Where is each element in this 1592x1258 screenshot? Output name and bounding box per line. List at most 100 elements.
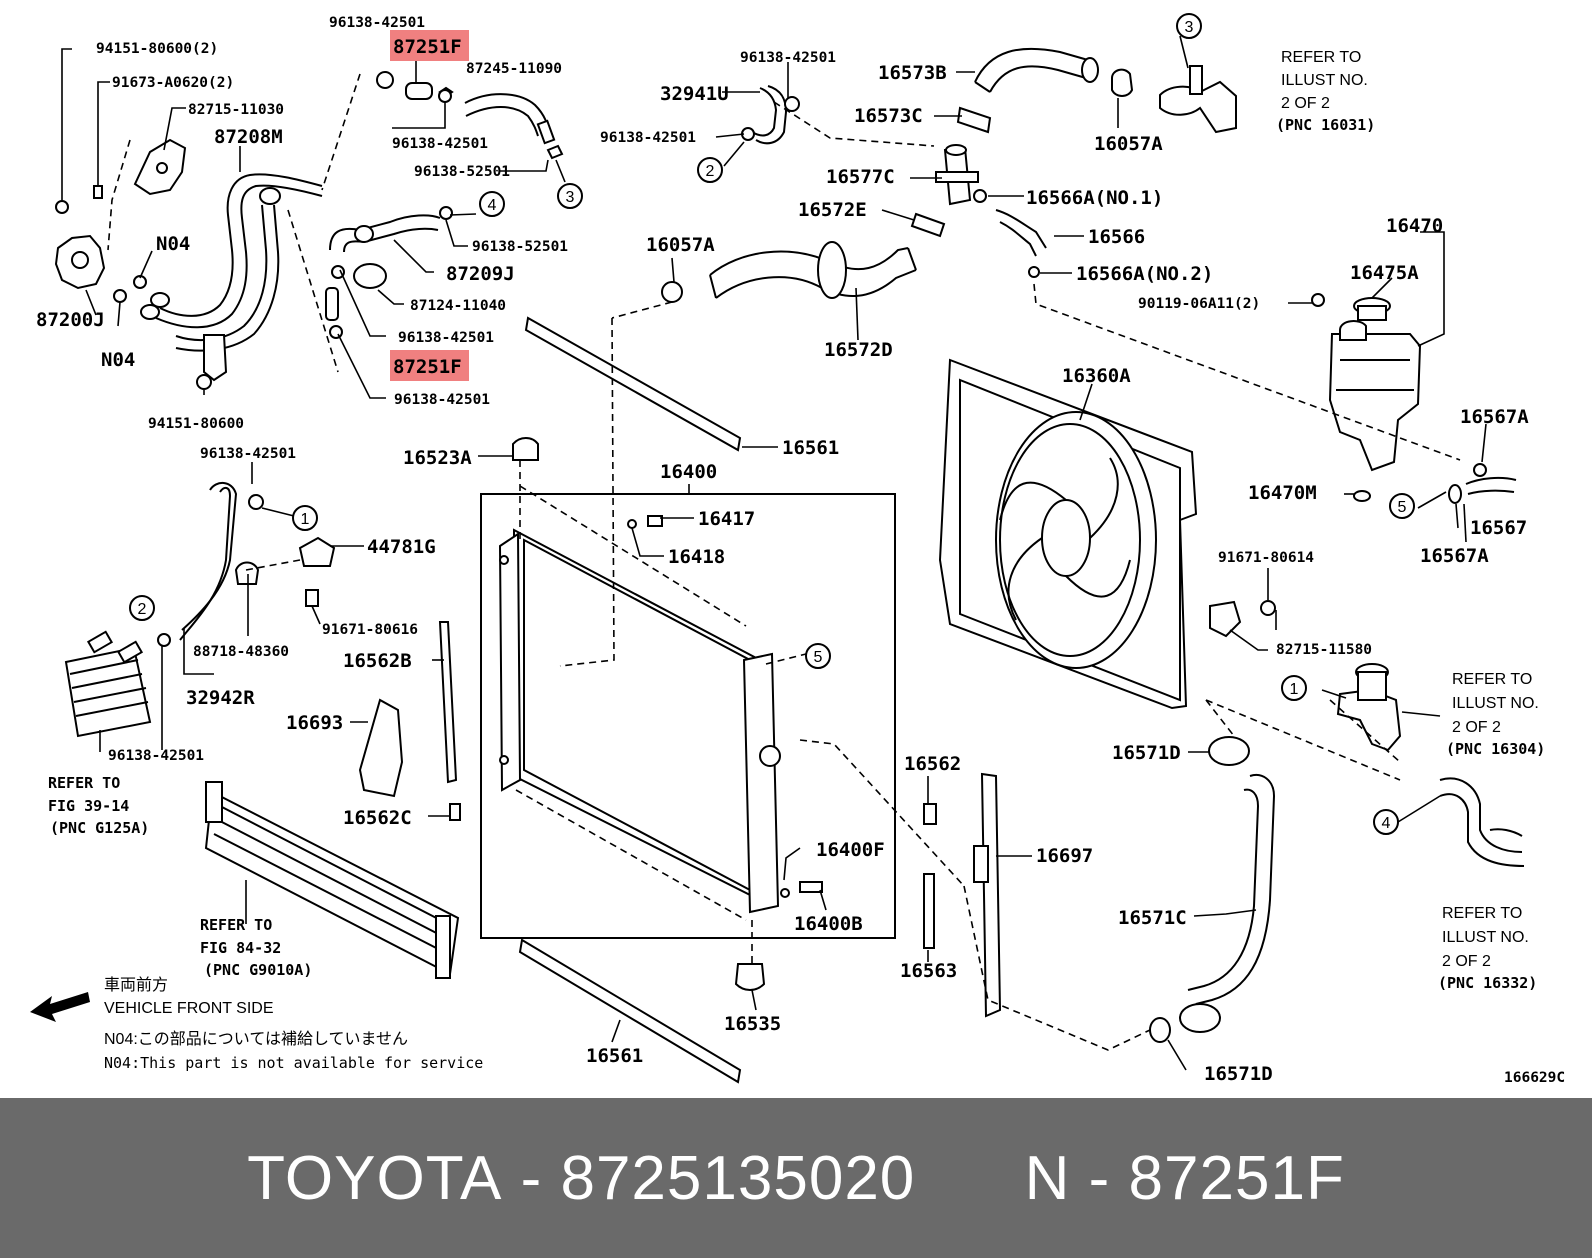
label-16566: 16566 xyxy=(1088,226,1145,248)
label-94151-80600-2: 94151-80600(2) xyxy=(96,41,218,57)
svg-text:2: 2 xyxy=(706,163,715,180)
clip-n04 xyxy=(113,275,212,390)
label-87251f-bottom: 87251F xyxy=(393,356,462,378)
leader-lines xyxy=(61,35,1487,1071)
hose-87209j xyxy=(329,206,453,253)
clip-88718-48360 xyxy=(234,561,260,585)
parts-diagram: 94151-80600(2) 91673-A0620(2) 82715-1103… xyxy=(30,13,1566,1086)
label-16571d-bottom: 16571D xyxy=(1204,1063,1273,1085)
callout-4-b: 4 xyxy=(1373,809,1399,835)
callout-5-a: 5 xyxy=(805,643,831,669)
footer-separator-2: - xyxy=(1070,1143,1129,1213)
label-16693: 16693 xyxy=(286,712,343,734)
label-82715-11030: 82715-11030 xyxy=(188,102,284,118)
footer-brand: TOYOTA xyxy=(247,1143,503,1213)
refer-note-fig-84-32: REFER TO FIG 84-32 (PNC G9010A) xyxy=(200,916,312,979)
callout-4-a: 4 xyxy=(479,191,505,217)
svg-text:1: 1 xyxy=(1290,681,1299,698)
label-87208m: 87208M xyxy=(214,126,283,148)
label-16571d-top: 16571D xyxy=(1112,742,1181,764)
bracket-16693 xyxy=(358,698,404,798)
svg-text:FIG 84-32: FIG 84-32 xyxy=(200,939,281,957)
dashed-lines xyxy=(107,73,1461,1051)
seal-16562c xyxy=(449,803,461,821)
footer-ref-prefix: N xyxy=(1024,1143,1071,1213)
label-87251f-top: 87251F xyxy=(393,36,462,58)
radiator-core xyxy=(498,528,781,914)
bracket-16697 xyxy=(973,772,1002,1018)
svg-text:REFER TO: REFER TO xyxy=(48,774,120,792)
svg-text:3: 3 xyxy=(566,189,575,206)
label-96138-42501-e: 96138-42501 xyxy=(740,50,836,66)
part-labels: 94151-80600(2) 91673-A0620(2) 82715-1103… xyxy=(36,15,1565,1086)
bracket-44781g xyxy=(298,536,336,607)
callout-1-b: 1 xyxy=(1281,675,1307,701)
front-note-jp: 車両前方 xyxy=(104,976,168,994)
clip-16566a-no2 xyxy=(1028,266,1040,278)
label-16400f: 16400F xyxy=(816,839,885,861)
seal-16561-top xyxy=(524,316,742,452)
fitting-16577c xyxy=(935,144,979,206)
svg-text:REFER TO: REFER TO xyxy=(200,916,272,934)
label-96138-52501-b: 96138-52501 xyxy=(472,239,568,255)
fitting-16304 xyxy=(1336,663,1402,752)
label-96138-52501-a: 96138-52501 xyxy=(414,164,510,180)
callout-2-a: 2 xyxy=(697,157,723,183)
seal-16562b xyxy=(438,621,458,784)
hose-32941u xyxy=(741,85,800,145)
label-16535: 16535 xyxy=(724,1013,781,1035)
label-16566a-no1: 16566A(NO.1) xyxy=(1026,187,1163,209)
label-16417: 16417 xyxy=(698,508,755,530)
sensor-82715-11580 xyxy=(1209,600,1276,638)
label-87200j: 87200J xyxy=(36,309,105,331)
label-87209j: 87209J xyxy=(446,263,515,285)
svg-text:5: 5 xyxy=(814,649,823,666)
footer-bar: TOYOTA - 8725135020 N - 87251F xyxy=(0,1098,1592,1258)
label-96138-42501-c: 96138-42501 xyxy=(398,330,494,346)
svg-text:5: 5 xyxy=(1398,499,1407,516)
svg-text:(PNC G9010A): (PNC G9010A) xyxy=(204,961,312,979)
label-16571c: 16571C xyxy=(1118,907,1187,929)
callout-3-b: 3 xyxy=(1176,13,1202,39)
footer-gap xyxy=(915,1143,1024,1214)
n04-note-jp: N04:この部品については補給していません xyxy=(104,1030,408,1048)
refer-note-16332: REFER TO ILLUST NO. 2 OF 2 (PNC 16332) xyxy=(1438,905,1537,992)
hose-16571c xyxy=(1149,736,1276,1043)
front-note-en: VEHICLE FRONT SIDE xyxy=(104,1000,274,1017)
label-96138-42501-h: 96138-42501 xyxy=(108,748,204,764)
fitting-87251f-top xyxy=(376,71,454,103)
label-16562b: 16562B xyxy=(343,650,412,672)
clip-96138-52501 xyxy=(546,144,564,160)
label-87245-11090: 87245-11090 xyxy=(466,61,562,77)
label-16562: 16562 xyxy=(904,753,961,775)
pipe-87208m xyxy=(140,173,323,382)
callout-3-a: 3 xyxy=(557,183,583,209)
svg-text:2 OF 2: 2 OF 2 xyxy=(1442,953,1491,970)
intercooler-g9010a xyxy=(204,781,460,979)
label-91671-80616: 91671-80616 xyxy=(322,622,418,638)
svg-text:1: 1 xyxy=(301,511,310,528)
reservoir-16470 xyxy=(1311,293,1422,472)
fitting-16573c xyxy=(956,106,992,134)
label-96138-42501-f: 96138-42501 xyxy=(600,130,696,146)
seal-16561-bottom xyxy=(518,938,742,1084)
clip-16057a-top xyxy=(1111,68,1134,97)
label-16470m: 16470M xyxy=(1248,482,1317,504)
label-16418: 16418 xyxy=(668,546,725,568)
svg-text:ILLUST NO.: ILLUST NO. xyxy=(1281,72,1368,89)
svg-text:(PNC G125A): (PNC G125A) xyxy=(50,819,149,837)
hose-16572d xyxy=(661,241,917,303)
svg-text:REFER TO: REFER TO xyxy=(1452,671,1532,688)
label-87124-11040: 87124-11040 xyxy=(410,298,506,314)
svg-text:3: 3 xyxy=(1185,19,1194,36)
label-32942r: 32942R xyxy=(186,687,255,709)
label-16400: 16400 xyxy=(660,461,717,483)
diagram-canvas: 94151-80600(2) 91673-A0620(2) 82715-1103… xyxy=(30,13,1565,1086)
callout-2-b: 2 xyxy=(129,595,155,621)
label-16475a: 16475A xyxy=(1350,262,1419,284)
label-96138-42501-b: 96138-42501 xyxy=(392,136,488,152)
n04-note: N04:この部品については補給していません N04:This part is n… xyxy=(104,1030,483,1072)
refer-note-16304: REFER TO ILLUST NO. 2 OF 2 (PNC 16304) xyxy=(1446,671,1545,758)
svg-text:2 OF 2: 2 OF 2 xyxy=(1452,719,1501,736)
label-16572d: 16572D xyxy=(824,339,893,361)
